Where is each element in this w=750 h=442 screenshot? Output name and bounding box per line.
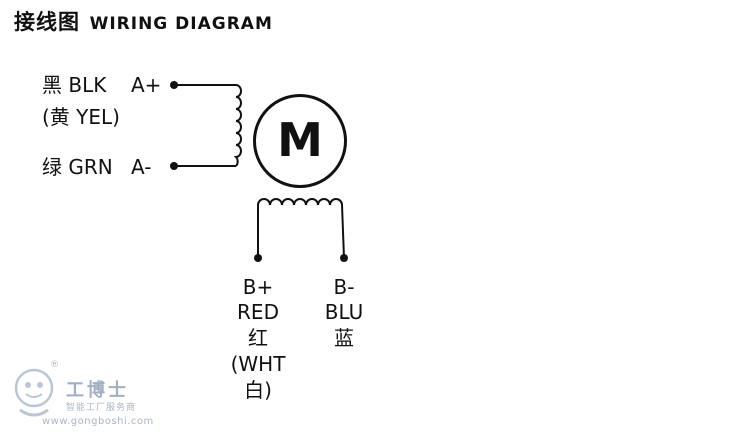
terminal-b-plus (254, 254, 262, 262)
a-plus-alt-color-label: (黄 YEL) (42, 105, 120, 129)
coil-a-winding (233, 84, 242, 167)
a-plus-terminal-label: A+ (131, 73, 162, 97)
a-minus-color-label: 绿 GRN (42, 155, 113, 179)
watermark-url: www.gongboshi.com (42, 416, 154, 427)
a-plus-color-label: 黑 BLK (42, 73, 107, 97)
terminal-a-minus (170, 162, 178, 170)
terminal-a-plus (170, 81, 178, 89)
b-minus-color-cn: 蓝 (334, 326, 354, 350)
mascot-logo-icon (14, 368, 54, 417)
registered-mark: ® (50, 360, 59, 370)
motor-symbol: M (253, 94, 347, 188)
terminal-b-minus (340, 254, 348, 262)
motor-label: M (277, 113, 323, 167)
a-minus-terminal-label: A- (131, 155, 152, 179)
b-plus-alt-color-en: (WHT (230, 352, 286, 376)
diagram-title: 接线图 WIRING DIAGRAM (14, 6, 273, 36)
b-plus-color-en: RED (237, 300, 279, 324)
b-minus-color-en: BLU (324, 300, 364, 324)
coil-b-winding (257, 198, 345, 259)
b-plus-terminal-label: B+ (242, 275, 274, 299)
title-cn: 接线图 (14, 10, 80, 34)
b-plus-alt-color-cn: 白) (244, 378, 272, 402)
b-minus-terminal-label: B- (333, 275, 355, 299)
watermark-tagline: 智能工厂服务商 (66, 403, 137, 413)
b-plus-color-cn: 红 (248, 326, 268, 350)
title-en: WIRING DIAGRAM (89, 14, 273, 34)
watermark: ® 工博士 智能工厂服务商 www.gongboshi.com (8, 358, 168, 438)
watermark-brand: 工博士 (66, 380, 129, 401)
